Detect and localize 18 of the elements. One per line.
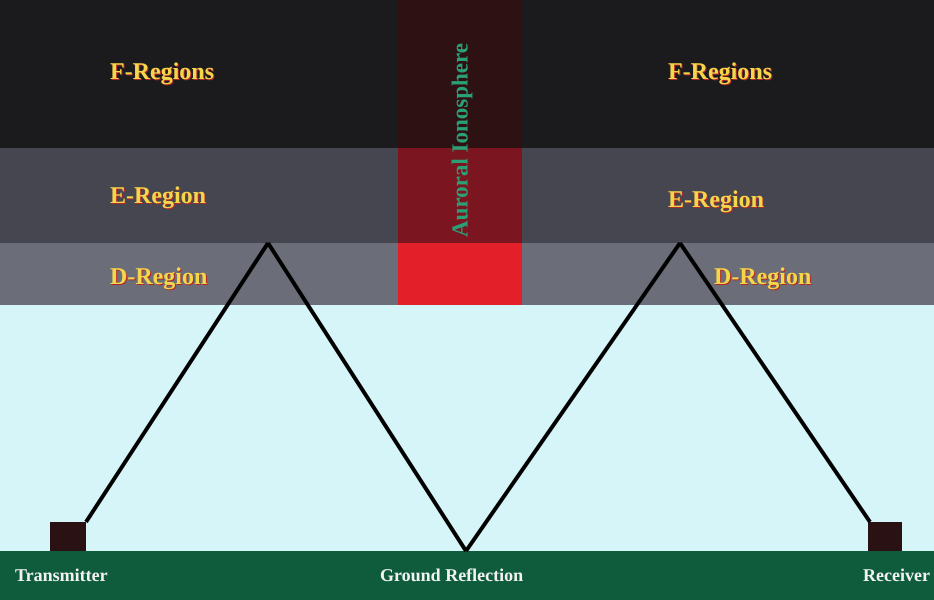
- transmitter-block: [50, 522, 86, 551]
- ground-band: [0, 551, 934, 600]
- layer-label: E-Region: [110, 184, 206, 208]
- layer-label: D-Region: [714, 265, 812, 289]
- layer-label: F-Regions: [110, 60, 214, 84]
- signal-path: [464, 242, 682, 552]
- layer-label: F-Regions: [668, 60, 772, 84]
- signal-path: [678, 242, 872, 524]
- vertical-label: Auroral Ionosphere: [448, 42, 472, 238]
- ground-label: Ground Reflection: [380, 566, 524, 584]
- station-label: Transmitter: [15, 566, 108, 584]
- station-label: Receiver: [863, 566, 930, 584]
- signal-path: [84, 242, 270, 524]
- signal-path: [266, 242, 468, 552]
- layer-label: E-Region: [668, 188, 764, 212]
- layer-label: D-Region: [110, 265, 208, 289]
- auroral-column: [398, 0, 522, 305]
- receiver-block: [868, 522, 902, 551]
